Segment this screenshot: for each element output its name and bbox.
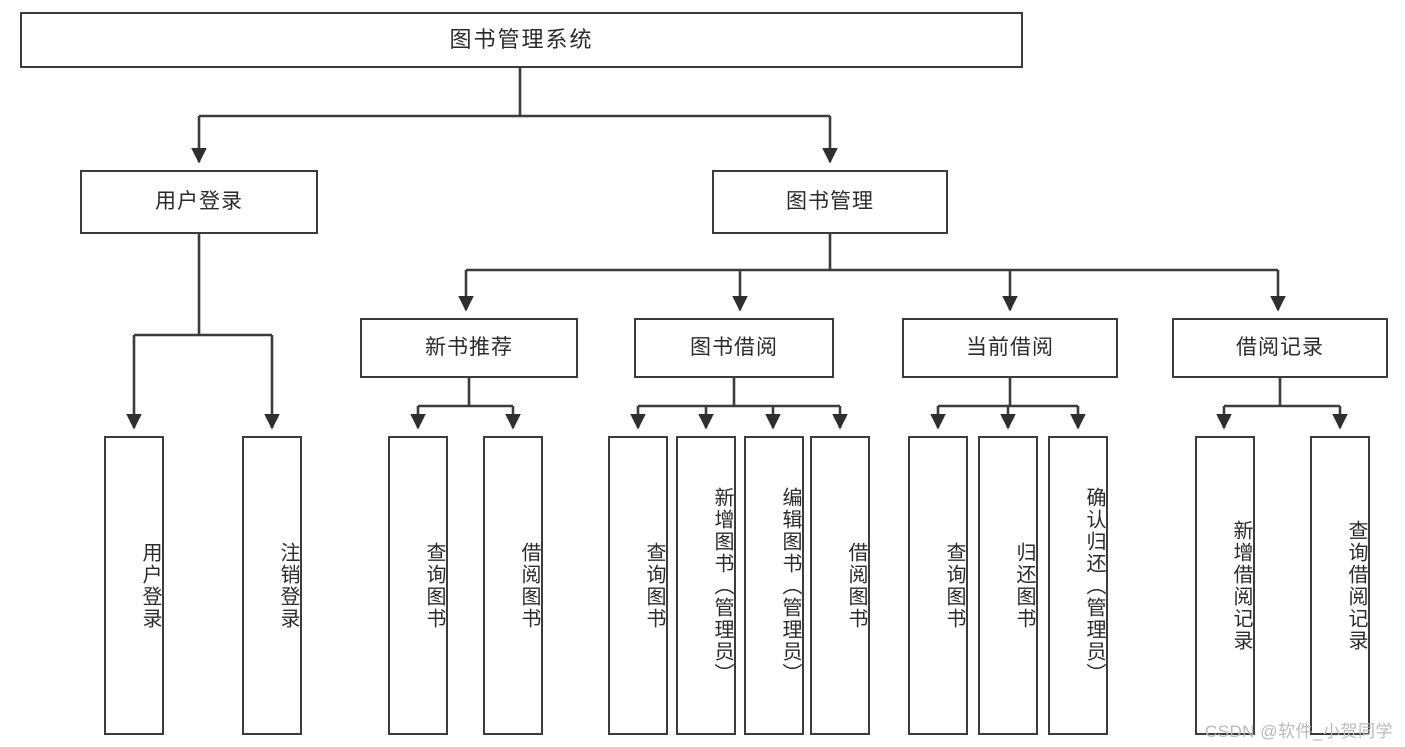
leaf-return-book[interactable]: 归还图书 bbox=[978, 436, 1038, 735]
leaf-query-book-1[interactable]: 查询图书 bbox=[388, 436, 448, 735]
leaf-add-book-admin[interactable]: 新增图书（管理员） bbox=[676, 436, 736, 735]
leaf-query-book-3[interactable]: 查询图书 bbox=[908, 436, 968, 735]
leaf-user-login[interactable]: 用户登录 bbox=[104, 436, 164, 735]
csdn-watermark: CSDN @软件_小贺同学 bbox=[1204, 722, 1393, 741]
leaf-add-borrow-record[interactable]: 新增借阅记录 bbox=[1195, 436, 1255, 735]
leaf-logout-login[interactable]: 注销登录 bbox=[242, 436, 302, 735]
node-borrow-record[interactable]: 借阅记录 bbox=[1172, 318, 1388, 378]
leaf-confirm-return-admin[interactable]: 确认归还（管理员） bbox=[1048, 436, 1108, 735]
node-root-book-management-system[interactable]: 图书管理系统 bbox=[20, 12, 1023, 68]
leaf-query-borrow-record[interactable]: 查询借阅记录 bbox=[1310, 436, 1370, 735]
leaf-borrow-book-1[interactable]: 借阅图书 bbox=[483, 436, 543, 735]
node-book-management[interactable]: 图书管理 bbox=[712, 170, 948, 234]
leaf-edit-book-admin[interactable]: 编辑图书（管理员） bbox=[744, 436, 804, 735]
leaf-borrow-book-2[interactable]: 借阅图书 bbox=[810, 436, 870, 735]
node-book-borrow[interactable]: 图书借阅 bbox=[634, 318, 834, 378]
leaf-query-book-2[interactable]: 查询图书 bbox=[608, 436, 668, 735]
node-user-login[interactable]: 用户登录 bbox=[80, 170, 318, 234]
node-current-borrow[interactable]: 当前借阅 bbox=[902, 318, 1118, 378]
node-new-book-recommend[interactable]: 新书推荐 bbox=[360, 318, 578, 378]
